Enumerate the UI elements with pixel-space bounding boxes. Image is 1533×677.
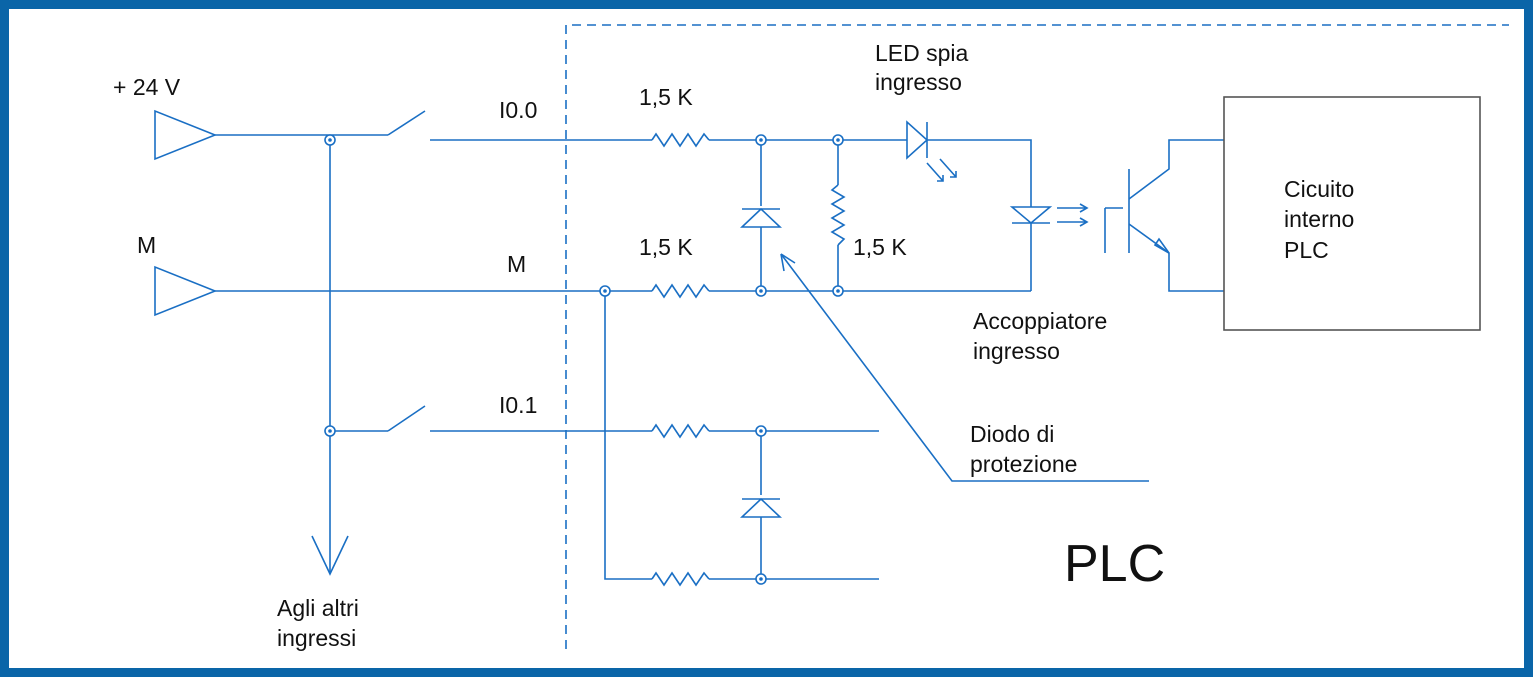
label-internal-3: PLC (1284, 237, 1329, 263)
junction-center (328, 429, 332, 433)
callout-arrow (780, 253, 796, 272)
circuit-diagram: + 24 V M I0.0 M 1,5 K 1,5 K 1,5 K LED sp… (113, 24, 1509, 651)
junction-center (759, 429, 763, 433)
diagram-frame: + 24 V M I0.0 M 1,5 K 1,5 K 1,5 K LED sp… (9, 9, 1524, 668)
coupler-diode (1009, 206, 1053, 225)
protection-diode-top (739, 207, 783, 228)
label-i01: I0.1 (499, 392, 537, 418)
junction-center (759, 289, 763, 293)
label-other-1: Agli altri (277, 595, 359, 621)
label-led-1: LED spia (875, 40, 969, 66)
switch-i00 (387, 110, 426, 136)
junction-center (759, 577, 763, 581)
coupler-arrows (1057, 203, 1089, 227)
resistor-mid (651, 283, 710, 299)
label-other-2: ingressi (277, 625, 356, 651)
wire-m-down (604, 291, 652, 580)
protection-diode-bottom (739, 497, 783, 518)
junction-center (759, 138, 763, 142)
switch-i01 (387, 405, 426, 432)
resistor-shunt (830, 184, 846, 246)
internal-circuit-box (1223, 96, 1481, 331)
label-led-2: ingresso (875, 69, 962, 95)
supply-24v-terminal (154, 109, 218, 161)
label-plc: PLC (1064, 535, 1165, 593)
label-i00: I0.0 (499, 97, 537, 123)
junction-center (328, 138, 332, 142)
transistor-collector (1128, 139, 1224, 200)
transistor-emitter (1128, 223, 1224, 292)
junction-center (836, 138, 840, 142)
supply-m-terminal (154, 265, 218, 317)
resistor-top (651, 132, 710, 148)
label-r-shunt: 1,5 K (853, 234, 907, 260)
label-coupler-1: Accoppiatore (973, 308, 1107, 334)
label-internal-1: Cicuito (1284, 176, 1354, 202)
junction-center (603, 289, 607, 293)
led-symbol (887, 120, 929, 160)
resistor-bottom (651, 571, 710, 587)
junction-center (836, 289, 840, 293)
transistor-base (1104, 207, 1123, 253)
label-m-supply: M (137, 232, 156, 258)
callout-line (780, 253, 1149, 482)
label-diode-2: protezione (970, 451, 1077, 477)
led-arrows (926, 158, 957, 182)
label-internal-2: interno (1284, 206, 1354, 232)
label-diode-1: Diodo di (970, 421, 1054, 447)
label-r-mid: 1,5 K (639, 234, 693, 260)
arrow-other-inputs (311, 535, 349, 576)
resistor-i01 (651, 423, 710, 439)
wire-led-coupler (927, 139, 1032, 197)
label-24v: + 24 V (113, 74, 181, 100)
plc-boundary (565, 24, 1509, 649)
label-r-top: 1,5 K (639, 84, 693, 110)
label-m-line: M (507, 251, 526, 277)
label-coupler-2: ingresso (973, 338, 1060, 364)
transistor-emitter-arrow (1153, 237, 1170, 254)
